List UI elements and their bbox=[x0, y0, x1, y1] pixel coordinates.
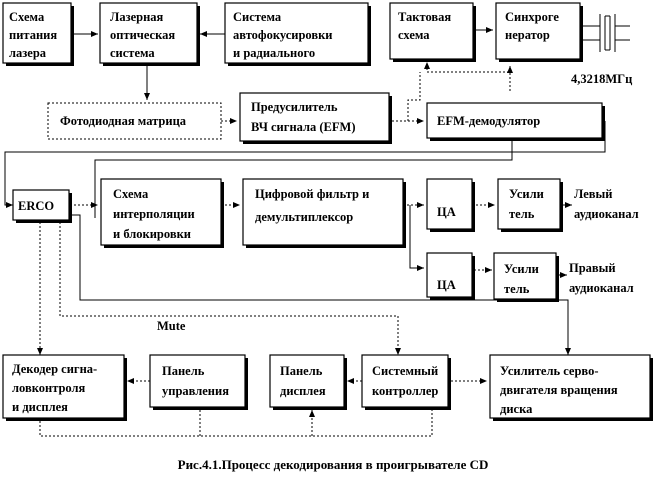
wire-erco-to-servo bbox=[70, 214, 571, 355]
block-text: автофокусировки bbox=[233, 28, 333, 42]
block-text: и радиального bbox=[233, 46, 315, 60]
block-text: ЦА bbox=[437, 205, 456, 219]
block-erco: ERCO bbox=[12, 189, 72, 223]
block-dac1: ЦА bbox=[426, 178, 475, 232]
wire-bottom-bus bbox=[39, 405, 433, 437]
block-autofocus: Система автофокусировки и радиального bbox=[224, 2, 371, 66]
block-text: Цифровой фильтр и bbox=[255, 187, 369, 201]
mute-label: Mute bbox=[157, 319, 186, 333]
left-channel-label: Левый bbox=[574, 187, 613, 201]
block-text: Системный bbox=[372, 364, 438, 378]
block-decoder: Декодер сигна- ловконтроля и дисплея bbox=[2, 354, 127, 421]
block-text: и блокировки bbox=[113, 227, 191, 241]
block-dac2: ЦА bbox=[426, 252, 475, 300]
block-text: Усили bbox=[509, 187, 544, 201]
wire-preamp-branch bbox=[407, 72, 421, 121]
block-text: ЦА bbox=[437, 278, 456, 292]
block-efm: EFM-демодулятор bbox=[426, 102, 605, 141]
block-text: Усилитель серво- bbox=[500, 364, 599, 378]
block-interp: Схема интерполяции и блокировки bbox=[100, 178, 224, 248]
block-text: Тактовая bbox=[398, 10, 451, 24]
block-text: Схема bbox=[9, 10, 45, 24]
wire-synth-to-clock bbox=[424, 62, 511, 91]
block-filter: Цифровой фильтр и демультиплексор bbox=[242, 178, 406, 248]
block-amp2: Усили тель bbox=[493, 252, 559, 302]
block-text: контроллер bbox=[372, 384, 438, 398]
right-channel-label: аудиоканал bbox=[569, 281, 634, 295]
block-text: Панель bbox=[162, 364, 205, 378]
block-servo: Усилитель серво- двигателя вращения диск… bbox=[489, 354, 653, 421]
block-preamp: Предусилитель ВЧ сигнала (EFM) bbox=[239, 92, 392, 144]
block-text: демультиплексор bbox=[255, 210, 353, 224]
crystal-symbol bbox=[583, 14, 630, 52]
block-text: Система bbox=[233, 10, 282, 24]
block-text: оптическая bbox=[110, 28, 175, 42]
frequency-label: 4,3218МГц bbox=[571, 72, 632, 86]
left-channel-label: аудиоканал bbox=[574, 207, 639, 221]
block-system-controller: Системный контроллер bbox=[361, 354, 451, 410]
block-text: Синхроге bbox=[505, 10, 559, 24]
figure-caption: Рис.4.1.Процесс декодирования в проигрыв… bbox=[178, 457, 489, 472]
block-text: Усили bbox=[504, 262, 539, 276]
block-text: тель bbox=[504, 282, 530, 296]
block-laser-optical: Лазерная оптическая система bbox=[99, 2, 200, 66]
block-text: Лазерная bbox=[110, 10, 164, 24]
wire-efm-to-erco bbox=[4, 121, 606, 208]
block-text: Панель bbox=[280, 364, 323, 378]
block-photodiode: Фотодиодная матрица bbox=[47, 102, 222, 140]
block-text: ловконтроля bbox=[12, 381, 86, 395]
block-laser-power: Схема питания лазера bbox=[2, 2, 74, 66]
block-text: ВЧ сигнала (EFM) bbox=[251, 120, 356, 134]
block-clock: Тактовая схема bbox=[389, 2, 476, 62]
block-amp1: Усили тель bbox=[497, 178, 563, 232]
block-text: нератор bbox=[505, 28, 550, 42]
block-text: управления bbox=[162, 384, 229, 398]
block-synth: Синхроге нератор bbox=[495, 2, 583, 62]
block-text: лазера bbox=[9, 46, 47, 60]
wire-filter-to-dac2 bbox=[409, 205, 424, 271]
block-text: Схема bbox=[113, 187, 149, 201]
block-panel-display: Панель дисплея bbox=[269, 354, 347, 410]
block-text: Декодер сигна- bbox=[12, 362, 97, 376]
block-text: EFM-демодулятор bbox=[437, 114, 540, 128]
block-text: Фотодиодная матрица bbox=[60, 114, 187, 128]
block-text: дисплея bbox=[280, 384, 326, 398]
block-text: система bbox=[110, 46, 155, 60]
block-text: ERCO bbox=[18, 199, 54, 213]
block-text: и дисплея bbox=[12, 400, 68, 414]
block-text: интерполяции bbox=[113, 207, 195, 221]
block-text: диска bbox=[500, 402, 533, 416]
block-text: тель bbox=[509, 207, 535, 221]
wire-efm-clock-to-interp bbox=[94, 138, 513, 218]
block-text: схема bbox=[398, 28, 430, 42]
block-text: двигателя вращения bbox=[500, 383, 618, 397]
right-channel-label: Правый bbox=[569, 261, 616, 275]
block-text: питания bbox=[9, 28, 57, 42]
block-text: Предусилитель bbox=[251, 100, 338, 114]
block-panel-control: Панель управления bbox=[149, 354, 248, 410]
